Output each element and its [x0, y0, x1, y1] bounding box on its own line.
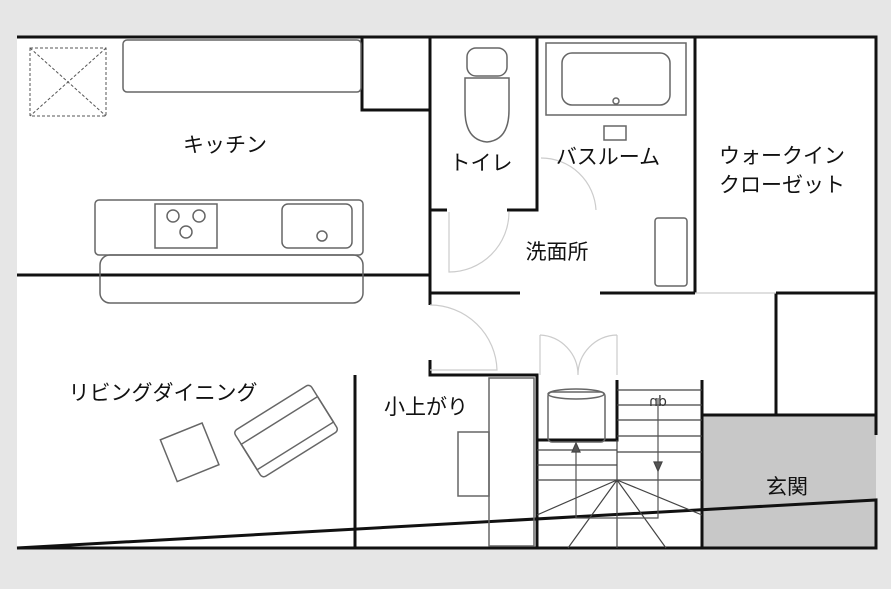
room-label-kitchen: キッチン: [183, 133, 267, 157]
sofa-icon: [234, 384, 338, 478]
washbasin-icon: [654, 217, 688, 287]
room-label-wic-1: ウォークイン: [719, 144, 845, 168]
stairs[interactable]: [536, 389, 703, 549]
room-label-wic-2: クローゼット: [719, 173, 845, 197]
washing-machine-icon: [547, 388, 606, 443]
toilet-icon: [464, 47, 510, 143]
room-label-bathroom: バスルーム: [556, 145, 660, 169]
room-label-entrance: 玄関: [766, 475, 808, 499]
room-label-raised-room: 小上がり: [384, 395, 468, 419]
room-label-toilet: トイレ: [450, 151, 513, 175]
coffee-table-icon: [159, 422, 220, 483]
kitchen-island: [94, 199, 364, 304]
bathtub-icon: [545, 42, 687, 141]
door-swings: [429, 157, 776, 376]
room-label-living-dining: リビングダイニング: [69, 381, 258, 405]
room-label-washroom: 洗面所: [526, 240, 589, 264]
stairs-direction-label: up: [649, 394, 667, 410]
kitchen-counter: [122, 39, 362, 93]
storage-shelf: [457, 377, 535, 547]
skylight-icon: [29, 47, 107, 117]
walls: [16, 35, 878, 550]
entrance-floor: [702, 415, 876, 548]
